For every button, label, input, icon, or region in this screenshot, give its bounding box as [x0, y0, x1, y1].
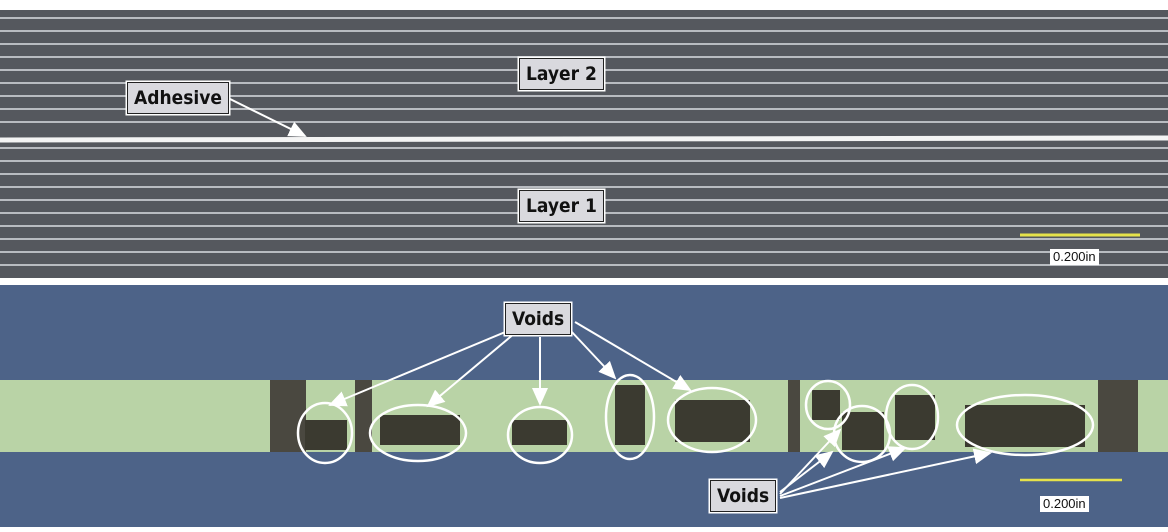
- ply-stripe: [0, 146, 1168, 150]
- ply-stripe: [0, 172, 1168, 176]
- top-micrograph: [0, 10, 1168, 278]
- scale-label-top: 0.200in: [1050, 249, 1099, 265]
- adhesive-line: [0, 135, 1168, 143]
- layer1-label: Layer 1: [519, 190, 604, 222]
- ply-stripe: [0, 120, 1168, 124]
- fiber-regions: [270, 380, 1138, 452]
- void-regions: [305, 385, 1085, 450]
- ply-stripe: [0, 250, 1168, 254]
- ply-stripe: [0, 237, 1168, 241]
- layer2-label: Layer 2: [519, 58, 604, 90]
- ply-stripe: [0, 159, 1168, 163]
- adhesive-arrow: [227, 97, 307, 137]
- void-ellipses: [296, 373, 1095, 465]
- ply-stripe: [0, 224, 1168, 228]
- ply-stripe: [0, 29, 1168, 33]
- ply-stripe: [0, 185, 1168, 189]
- ply-stripe: [0, 16, 1168, 20]
- voids-label-bottom: Voids: [710, 480, 777, 512]
- ply-stripe: [0, 55, 1168, 59]
- scale-label-bottom: 0.200in: [1040, 496, 1089, 512]
- ply-stripe: [0, 263, 1168, 267]
- ply-stripe: [0, 42, 1168, 46]
- voids-label-top: Voids: [505, 303, 572, 335]
- adhesive-label: Adhesive: [127, 82, 230, 114]
- void-arrows: [328, 321, 992, 499]
